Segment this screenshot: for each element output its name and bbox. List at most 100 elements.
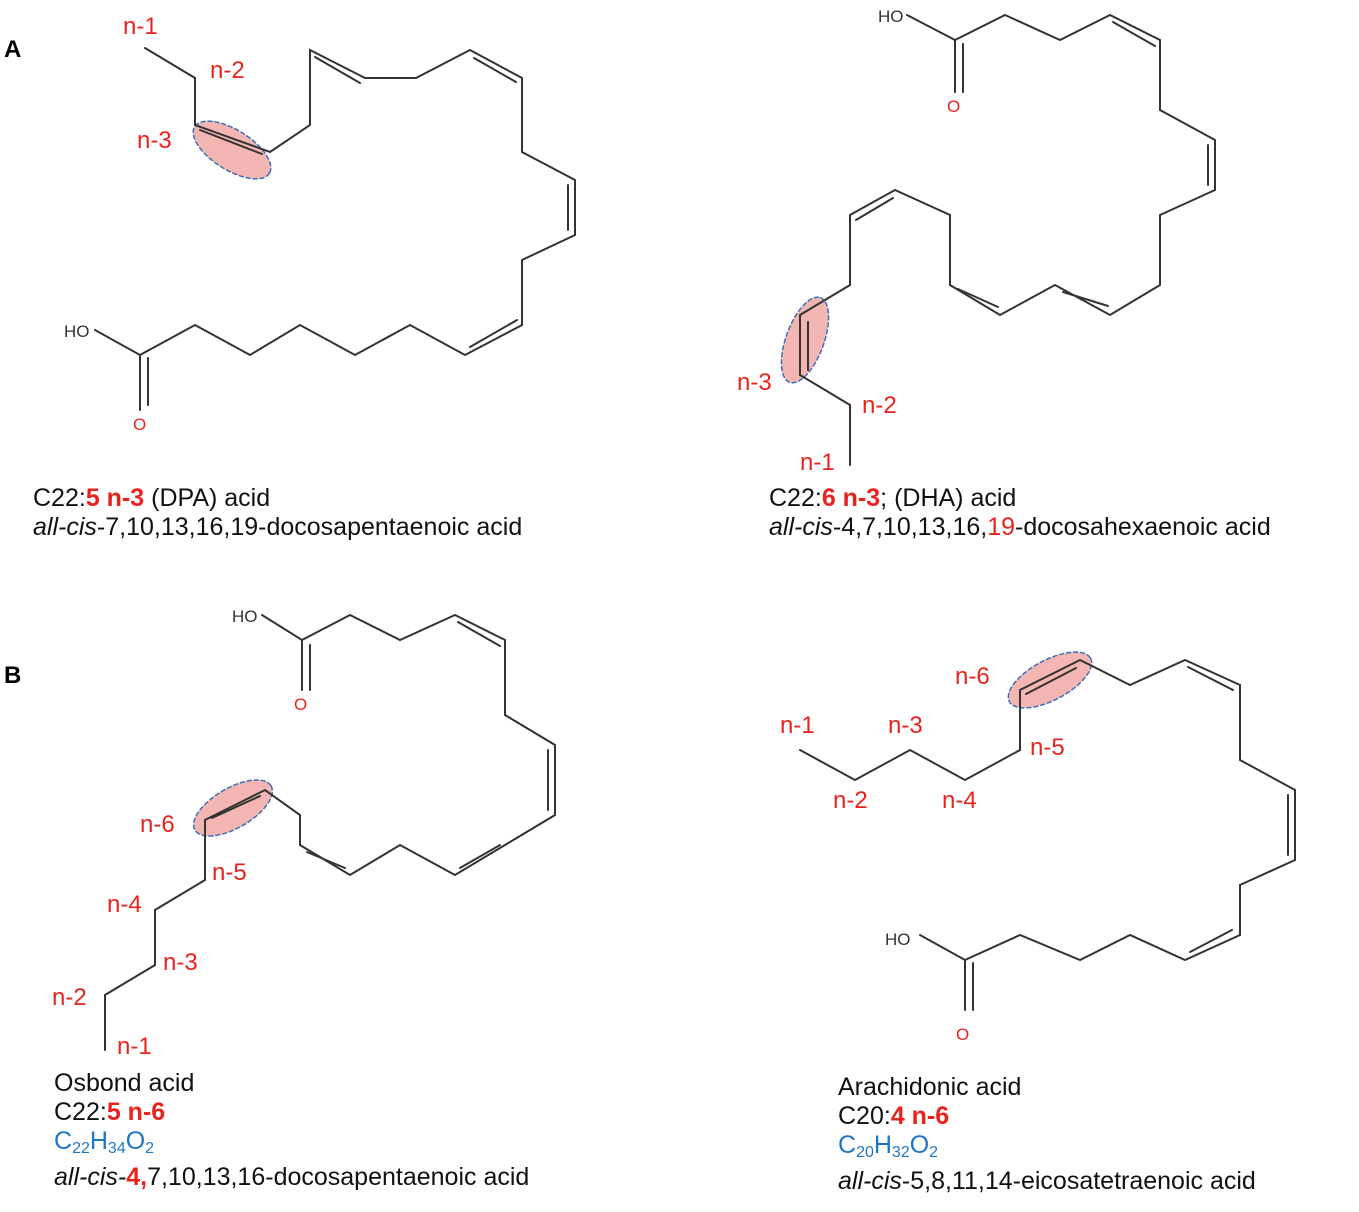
osbond-formula-c-count: 22 [72,1140,90,1157]
osbond-db-inner-5 [211,795,261,819]
osbond-caption-iupac: 7,10,13,16-docosapentaenoic acid [147,1163,530,1191]
ara-formula-c: C [838,1131,857,1159]
osbond-hydroxyl: HO [232,607,258,626]
osbond-label-n6: n-6 [140,811,175,838]
dpa-caption-line2: all-cis-7,10,13,16,19-docosapentaenoic a… [33,513,522,542]
dpa-caption-allcis: all-cis [33,513,97,541]
osbond-label-n5: n-5 [212,859,247,886]
ara-formula-h-count: 32 [891,1144,910,1161]
dha-caption-prefix: C22: [769,484,822,512]
osbond-formula-h-count: 34 [107,1140,126,1157]
osbond-caption-allcis: all-cis- [54,1163,127,1191]
dha-caption-line1: C22:6 n-3; (DHA) acid [769,484,1271,513]
ara-formula-o: O [909,1131,930,1159]
dpa-label-n2: n-2 [210,57,245,84]
ara-structure [799,651,1296,1011]
dpa-caption-line1: C22:5 n-3 (DPA) acid [33,484,522,513]
dha-caption-line2: all-cis-4,7,10,13,16,19-docosahexaenoic … [769,513,1271,542]
ara-cooh-bond [919,934,966,961]
ara-caption-line2: C20:4 n-6 [838,1102,1256,1131]
dpa-chain [139,47,576,411]
osbond-formula-o-count: 2 [145,1140,155,1157]
dpa-label-n1: n-1 [123,13,158,40]
ara-label-n3: n-3 [888,712,923,739]
ara-caption-formula: C20H32O2 [838,1131,1256,1167]
ara-label-n4: n-4 [942,787,977,814]
ara-formula-o-count: 2 [929,1144,939,1161]
dpa-hydroxyl: HO [64,322,90,341]
osbond-label-n2: n-2 [52,984,87,1011]
dha-db-inner-3 [1062,291,1109,307]
ara-caption-name: Arachidonic acid [838,1073,1022,1101]
osbond-label-n3: n-3 [163,949,198,976]
dha-caption-allcis: all-cis [769,513,833,541]
ara-n6-double-bond-highlight [1007,651,1093,709]
dpa-caption-suffix: (DPA) acid [144,484,271,512]
dha-label-n3: n-3 [737,369,772,396]
dha-caption-iupac-a: -4,7,10,13,16, [832,513,988,541]
dpa-oxygen: O [133,415,146,434]
osbond-label-n4: n-4 [107,891,142,918]
ara-caption-iupac: -5,8,11,14-eicosatetraenoic acid [901,1167,1256,1195]
osbond-caption: Osbond acid C22:5 n-6 C22H34O2 all-cis-4… [54,1069,529,1192]
osbond-caption-highlight: 4, [126,1163,148,1191]
ara-label-n6: n-6 [955,663,990,690]
osbond-caption-line2: C22:5 n-6 [54,1098,529,1127]
osbond-db-inner-1 [457,621,501,647]
osbond-caption-line4: all-cis-4,7,10,13,16-docosapentaenoic ac… [54,1163,529,1192]
dha-oxygen: O [947,97,960,116]
dha-n3-double-bond-highlight [780,296,830,384]
dha-caption-suffix: ; (DHA) acid [880,484,1017,512]
dpa-caption-notation: 5 n-3 [85,484,145,512]
dha-label-n2: n-2 [862,392,897,419]
osbond-oxygen: O [294,695,307,714]
dpa-db-inner-2 [314,56,361,84]
osbond-db-inner-3 [459,844,501,869]
osbond-formula-h: H [89,1127,108,1155]
dpa-db-inner-5 [469,319,518,348]
dpa-cooh-bond [94,329,141,356]
dpa-caption: C22:5 n-3 (DPA) acid all-cis-7,10,13,16,… [33,484,522,542]
osbond-caption-notation: 5 n-6 [106,1098,166,1126]
osbond-formula-o: O [125,1127,146,1155]
ara-caption-line4: all-cis-5,8,11,14-eicosatetraenoic acid [838,1167,1256,1196]
ara-hydroxyl: HO [885,930,911,949]
ara-oxygen: O [956,1025,969,1044]
dpa-db-inner-3 [473,57,517,83]
dha-caption: C22:6 n-3; (DHA) acid all-cis-4,7,10,13,… [769,484,1271,542]
ara-label-n1: n-1 [780,712,815,739]
osbond-caption-prefix: C22: [54,1098,107,1126]
dha-db-inner-4 [957,288,999,308]
ara-caption-allcis: all-cis [838,1167,902,1195]
dha-caption-notation: 6 n-3 [821,484,881,512]
dha-caption-iupac-b: -docosahexaenoic acid [1015,513,1271,541]
dha-structure [780,13,1216,466]
panel-label-a: A [4,36,22,63]
dha-db-inner-5 [855,197,894,221]
dpa-label-n3: n-3 [137,127,172,154]
dpa-caption-prefix: C22: [33,484,86,512]
dha-chain [799,13,1216,466]
ara-label-n5: n-5 [1030,734,1065,761]
ara-caption-notation: 4 n-6 [890,1102,950,1130]
osbond-formula-c: C [54,1127,73,1155]
dha-caption-iupac-highlight: 19 [987,513,1016,541]
ara-caption-prefix: C20: [838,1102,891,1130]
osbond-caption-formula: C22H34O2 [54,1127,529,1163]
dpa-caption-iupac: -7,10,13,16,19-docosapentaenoic acid [96,513,523,541]
osbond-db-inner-4 [306,851,346,869]
dpa-db-inner-1 [199,129,263,155]
osbond-chain [104,613,556,1051]
ara-db-inner-2 [1187,666,1234,691]
ara-caption: Arachidonic acid C20:4 n-6 C20H32O2 all-… [838,1073,1256,1196]
dha-db-inner-1 [1112,21,1156,47]
ara-db-inner-4 [1189,929,1233,953]
osbond-structure [104,613,556,1051]
ara-label-n2: n-2 [833,787,868,814]
panel-label-b: B [4,662,22,689]
ara-formula-h: H [873,1131,892,1159]
dha-label-n1: n-1 [800,449,835,476]
ara-chain [799,658,1296,1011]
osbond-label-n1: n-1 [117,1033,152,1060]
